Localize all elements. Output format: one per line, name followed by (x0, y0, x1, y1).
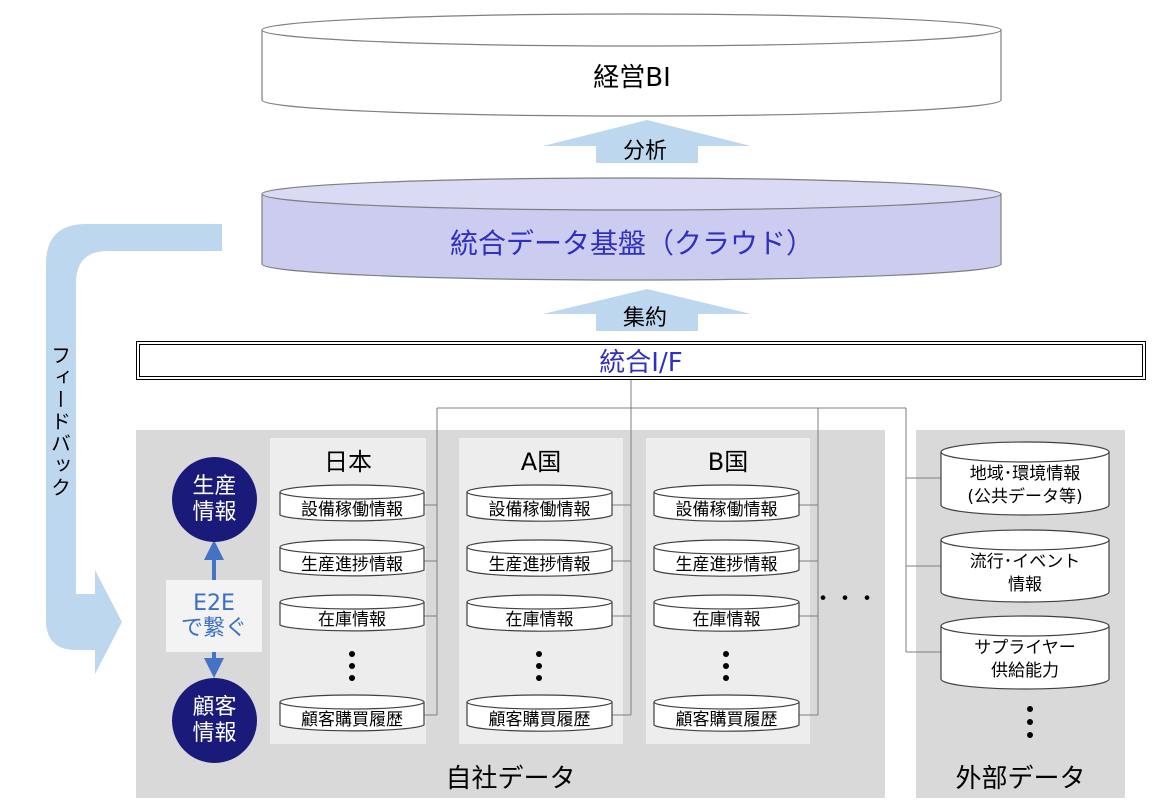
customer-info-circle: 顧客 情報 (172, 678, 257, 763)
external-data-label: 外部データ (955, 763, 1086, 794)
a-equipment-info: 設備稼働情報 (488, 499, 591, 520)
external-regional-info: 地域･環境情報 (公共データ等) (941, 462, 1109, 510)
country-title-b: B国 (707, 447, 749, 476)
feedback-arrow (46, 224, 222, 674)
external-item-3-line1: サプライヤー (974, 638, 1076, 659)
connector-lines (424, 380, 941, 716)
external-cylinders (940, 441, 1110, 690)
a-production-progress: 生産進捗情報 (488, 554, 591, 575)
b-cylinders (653, 484, 800, 732)
a-inventory-info: 在庫情報 (505, 609, 574, 630)
bi-cylinder (261, 13, 1002, 117)
cloud-platform-label: 統合データ基盤（クラウド） (449, 227, 814, 260)
b-production-progress: 生産進捗情報 (675, 554, 778, 575)
customer-circle-line2: 情報 (192, 720, 237, 746)
management-bi-label: 経営BI (593, 62, 671, 93)
aggregate-arrow (543, 289, 751, 331)
japan-inventory-info: 在庫情報 (318, 609, 386, 630)
b-purchase-history: 顧客購買履歴 (675, 709, 778, 730)
external-supplier-info: サプライヤー 供給能力 (941, 636, 1109, 684)
external-item-1-line1: 地域･環境情報 (969, 464, 1081, 485)
b-inventory-info: 在庫情報 (692, 609, 761, 630)
production-circle-line2: 情報 (192, 499, 237, 525)
integration-if-bar: 統合I/F (136, 341, 1146, 380)
external-item-2-line2: 情報 (1008, 575, 1042, 595)
country-title-japan: 日本 (324, 447, 372, 476)
e2e-line2: で繋ぐ (180, 616, 247, 641)
a-cylinders (466, 484, 613, 732)
b-equipment-info: 設備稼働情報 (675, 499, 778, 520)
aggregate-label: 集約 (622, 306, 667, 331)
e2e-label: E2E で繋ぐ (166, 580, 262, 652)
e2e-line1: E2E (193, 590, 235, 616)
analyze-label: 分析 (622, 139, 667, 164)
production-info-circle: 生産 情報 (172, 457, 257, 542)
japan-equipment-info: 設備稼働情報 (301, 499, 403, 520)
japan-production-progress: 生産進捗情報 (301, 554, 403, 575)
a-purchase-history: 顧客購買履歴 (488, 709, 591, 730)
external-item-2-line1: 流行･イベント (969, 552, 1081, 573)
customer-circle-line1: 顧客 (192, 695, 237, 721)
own-data-label: 自社データ (445, 763, 576, 794)
more-countries-ellipsis: ・・・ (812, 587, 879, 612)
external-item-3-line2: 供給能力 (991, 661, 1059, 681)
external-item-1-line2: (公共データ等) (967, 487, 1083, 507)
production-circle-line1: 生産 (192, 474, 237, 500)
cloud-cylinder (261, 177, 1002, 281)
feedback-label: フィードバック (47, 345, 72, 499)
japan-purchase-history: 顧客購買履歴 (301, 709, 403, 730)
analyze-arrow (543, 120, 751, 163)
external-trend-info: 流行･イベント 情報 (941, 550, 1109, 598)
vertical-dots (349, 651, 1033, 738)
country-title-a: A国 (520, 447, 562, 476)
japan-cylinders (279, 484, 425, 732)
